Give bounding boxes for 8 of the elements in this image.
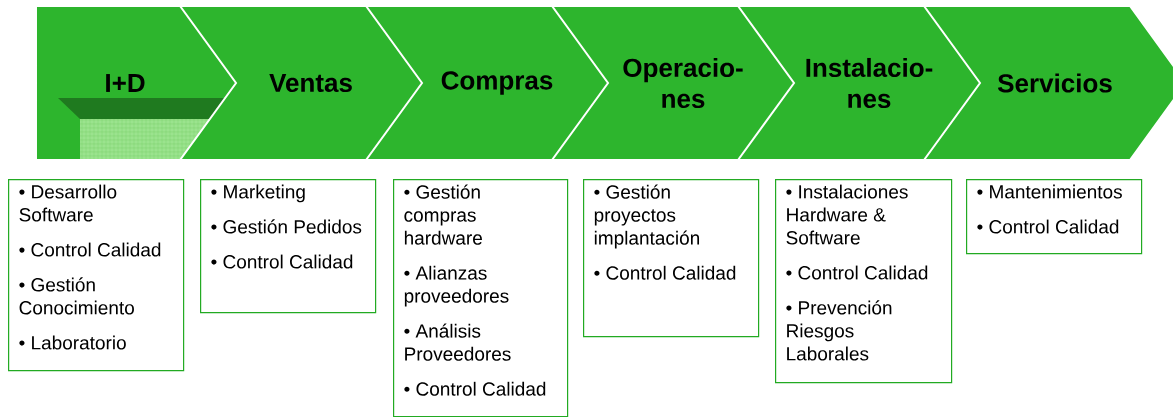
bullet-list-box: • Instalaciones Hardware & Software • Control Calidad • Prevención Riesgos Laborales [775, 179, 953, 384]
bullet-list-box: • Marketing • Gestión Pedidos • Control Calidad [200, 179, 377, 314]
bullet-list-box: • Gestión compras hardware • Alianzas proveedores • Análisis Proveedores • Control Calidad [393, 179, 569, 417]
bullet-list-box: • Gestión proyectos implantación • Control Calidad [583, 179, 760, 338]
bullet-list-box: • Desarrollo Software • Control Calidad • Gestión Conocimiento • Laboratorio [8, 179, 185, 372]
node-label: I+D [106, 74, 145, 92]
node-label: Ventas [269, 73, 352, 93]
bullet-list-box: • Mantenimientos • Control Calidad [966, 179, 1143, 255]
